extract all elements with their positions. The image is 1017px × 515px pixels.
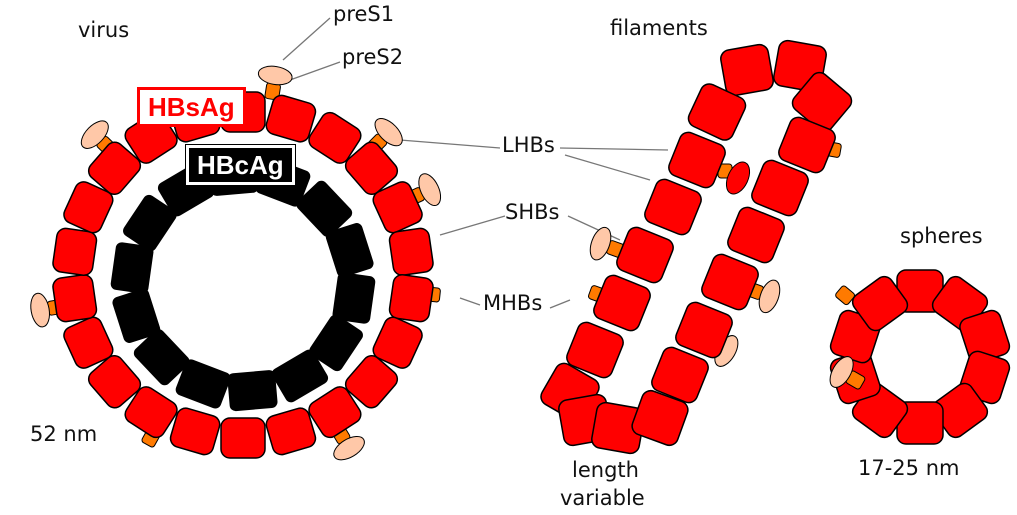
envelope-protein: [631, 389, 689, 447]
capsid-protein: [175, 359, 231, 409]
leader-line: [559, 147, 669, 151]
virus-particle: [30, 65, 442, 461]
preS1-domain: [257, 65, 293, 86]
label-HBsAg: HBsAg: [137, 87, 246, 127]
envelope-protein: [52, 274, 98, 323]
preS2-domain: [835, 285, 855, 306]
envelope-protein: [372, 181, 423, 234]
leader-line: [459, 297, 481, 306]
preS1-domain: [418, 173, 442, 207]
preS1-domain: [30, 292, 50, 328]
envelope-protein: [701, 253, 759, 311]
preS1-domain: [829, 356, 854, 388]
envelope-protein: [851, 275, 909, 332]
capsid-protein: [296, 180, 353, 237]
envelope-protein: [63, 316, 114, 369]
envelope-protein: [720, 43, 774, 97]
envelope-protein: [87, 141, 142, 196]
envelope-protein: [372, 316, 423, 369]
envelope-protein: [265, 407, 317, 456]
envelope-protein: [52, 227, 98, 276]
leader-line: [567, 215, 621, 241]
label-sphere-size: 17-25 nm: [858, 456, 960, 480]
capsid-protein: [123, 194, 177, 252]
envelope-protein: [644, 178, 702, 236]
preS1-domain: [80, 120, 109, 149]
capsid-protein: [271, 349, 329, 403]
envelope-protein: [308, 386, 362, 439]
envelope-protein: [566, 321, 624, 379]
capsid-protein: [325, 223, 374, 278]
envelope-protein: [593, 274, 651, 332]
label-filaments: filaments: [610, 16, 708, 40]
preS1-domain: [589, 226, 612, 261]
envelope-protein: [87, 354, 142, 409]
sphere-particle: [829, 269, 1011, 445]
envelope-protein: [124, 386, 178, 439]
envelope-protein: [63, 181, 114, 234]
preS1-domain: [333, 435, 365, 461]
label-LHBs: LHBs: [502, 133, 555, 157]
label-virus-size: 52 nm: [30, 422, 98, 446]
preS1-domain: [758, 279, 781, 314]
envelope-protein: [668, 131, 726, 189]
envelope-protein: [675, 301, 733, 359]
capsid-protein: [227, 370, 278, 412]
label-preS1: preS1: [333, 2, 395, 26]
label-MHBs: MHBs: [483, 291, 543, 315]
envelope-protein: [344, 141, 399, 196]
leader-line: [289, 61, 341, 81]
envelope-protein: [265, 94, 317, 143]
filament-particle: [540, 39, 853, 455]
label-SHBs: SHBs: [505, 200, 560, 224]
envelope-protein: [616, 226, 674, 284]
label-HBcAg: HBcAg: [185, 144, 296, 186]
envelope-protein: [388, 227, 434, 276]
label-preS2: preS2: [342, 45, 404, 69]
leader-line: [439, 215, 506, 236]
label-spheres: spheres: [900, 224, 983, 248]
envelope-protein: [344, 354, 399, 409]
envelope-protein: [751, 159, 809, 217]
capsid-protein: [133, 329, 190, 386]
capsid-protein: [309, 314, 363, 372]
envelope-protein: [651, 346, 709, 404]
capsid-protein: [110, 242, 154, 294]
capsid-protein: [332, 272, 376, 324]
envelope-protein: [778, 116, 836, 174]
leader-line: [549, 299, 571, 309]
leader-line: [564, 154, 651, 181]
leader-line: [282, 17, 331, 61]
capsid-protein: [112, 288, 161, 343]
label-virus: virus: [78, 18, 130, 42]
leader-line: [399, 139, 501, 149]
envelope-protein: [687, 83, 747, 141]
label-filament-size-1: length: [572, 458, 639, 482]
preS1-domain: [374, 118, 403, 147]
envelope-protein: [308, 111, 362, 164]
label-filament-size-2: variable: [560, 486, 645, 510]
envelope-protein: [725, 161, 751, 195]
envelope-protein: [220, 417, 266, 459]
envelope-protein: [388, 274, 434, 323]
envelope-protein: [169, 407, 221, 456]
leader-lines: [282, 17, 669, 309]
envelope-protein: [727, 206, 785, 264]
